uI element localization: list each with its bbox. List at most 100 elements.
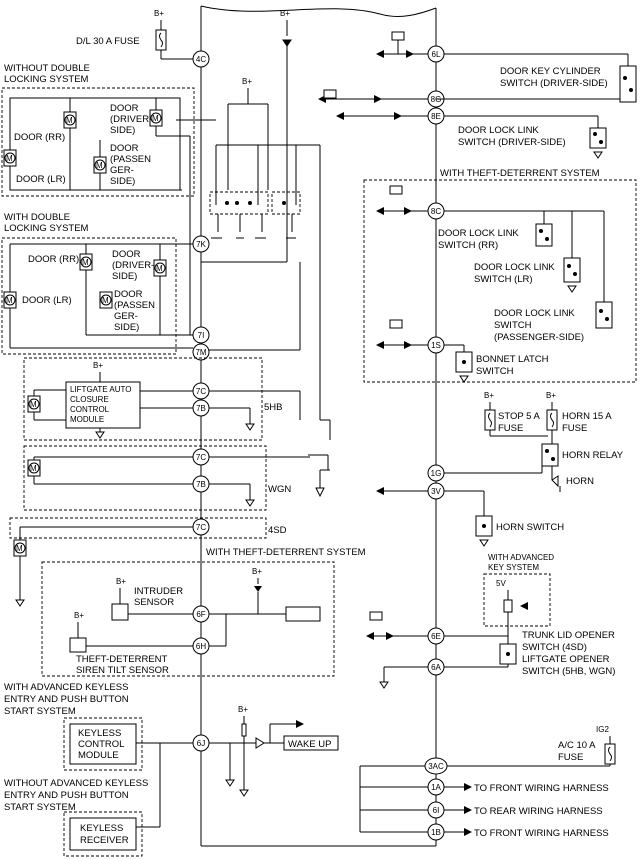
diode-icon xyxy=(404,341,412,349)
liftgate-opener-label: SWITCH (5HB, WGN) xyxy=(522,666,615,677)
horn-group: B+ STOP 5 A FUSE B+ HORN 15 A FUSE HORN … xyxy=(376,391,624,547)
with-double-locking-group: WITH DOUBLE LOCKING SYSTEM M M M M DOOR … xyxy=(1,212,193,355)
connector-3V: 3V xyxy=(431,487,441,496)
connector-7K: 7K xyxy=(196,240,206,249)
connector-7C-wgn: 7C xyxy=(196,453,206,462)
arrow-icon xyxy=(376,487,384,495)
diode-icon xyxy=(404,207,412,215)
svg-text:M: M xyxy=(30,464,37,473)
to-front-harness-label: TO FRONT WIRING HARNESS xyxy=(474,783,609,794)
bplus-label: B+ xyxy=(154,9,164,18)
ac-fuse-label: FUSE xyxy=(558,752,583,763)
svg-text:M: M xyxy=(102,296,109,305)
bplus-label: B+ xyxy=(546,391,556,400)
section-label: START SYSTEM xyxy=(4,802,76,813)
connector-8E: 8E xyxy=(431,112,441,121)
stop-fuse-label: STOP 5 A xyxy=(498,411,541,422)
door-rr-label: DOOR (RR) xyxy=(14,132,65,143)
svg-text:M: M xyxy=(30,400,37,409)
lock-link-rr-label: SWITCH (RR) xyxy=(438,240,498,251)
to-rear-harness-label: TO REAR WIRING HARNESS xyxy=(474,806,603,817)
ground-icon xyxy=(245,499,255,507)
section-label: LOCKING SYSTEM xyxy=(4,223,89,234)
ground-icon xyxy=(567,285,577,293)
switch-icon xyxy=(563,257,581,283)
connector-7B-5hb: 7B xyxy=(196,404,206,413)
lock-link-lr-label: DOOR LOCK LINK xyxy=(474,262,555,273)
ground-icon xyxy=(379,681,389,689)
bplus-label: B+ xyxy=(242,77,252,86)
ground-icon xyxy=(245,423,255,431)
liftgate-module-label: CLOSURE xyxy=(70,395,109,404)
lock-link-ps-label: SWITCH xyxy=(494,320,532,331)
section-label: ENTRY AND PUSH BUTTON xyxy=(4,790,129,801)
ground-icon xyxy=(95,431,105,439)
door-passenger-label: SIDE) xyxy=(114,322,139,333)
horn-fuse-label: FUSE xyxy=(562,423,587,434)
theft-deterrent-left-group: WITH THEFT-DETERRENT SYSTEM B+ INTRUDER … xyxy=(41,547,366,677)
lock-link-lr-label: SWITCH (LR) xyxy=(474,274,533,285)
svg-text:M: M xyxy=(96,161,103,170)
wgn-label: WGN xyxy=(268,484,291,495)
intruder-sensor-label: INTRUDER xyxy=(134,586,183,597)
siren-tilt-sensor xyxy=(69,637,87,653)
keyless-control-module xyxy=(69,723,137,765)
door-driver-label: (DRIVER- xyxy=(112,260,154,271)
ac-harness-group: IG2 A/C 10 A FUSE TO FRONT WIRING HARNES… xyxy=(359,725,616,839)
theft-deterrent-right-group: WITH THEFT-DETERRENT SYSTEM DOOR LOCK LI… xyxy=(363,168,637,383)
key-cylinder-label: DOOR KEY CYLINDER xyxy=(500,66,601,77)
bplus-label: B+ xyxy=(252,567,262,576)
horn-label: HORN xyxy=(566,476,594,487)
svg-text:M: M xyxy=(6,296,13,305)
bplus-label: B+ xyxy=(116,577,126,586)
key-cylinder-group: DOOR KEY CYLINDER SWITCH (DRIVER-SIDE) D… xyxy=(318,31,637,159)
diode-icon xyxy=(374,95,382,103)
led-icon xyxy=(369,611,383,621)
ground-icon xyxy=(593,151,603,159)
keyless-receiver xyxy=(69,817,137,851)
ground-icon xyxy=(225,779,235,787)
advanced-key-group: WITH ADVANCED KEY SYSTEM 5V xyxy=(483,553,554,636)
horn-relay xyxy=(541,443,559,467)
section-label: WITH ADVANCED xyxy=(488,553,554,562)
connector-1G: 1G xyxy=(431,469,442,478)
diode-icon xyxy=(282,39,292,47)
connector-6I: 6I xyxy=(433,806,440,815)
siren-label: SIREN TILT SENSOR xyxy=(76,665,169,676)
connector-7B-wgn: 7B xyxy=(196,480,206,489)
door-rr-label: DOOR (RR) xyxy=(28,254,79,265)
ground-icon xyxy=(239,789,249,797)
wake-up-label: WAKE UP xyxy=(288,739,331,750)
door-driver-label: SIDE) xyxy=(112,271,137,282)
section-label: WITH THEFT-DETERRENT SYSTEM xyxy=(440,168,600,179)
central-module-outline xyxy=(200,5,437,847)
connector-6A: 6A xyxy=(431,663,441,672)
bplus-label: B+ xyxy=(484,391,494,400)
led-icon xyxy=(391,31,405,41)
bplus-label: B+ xyxy=(93,361,103,370)
section-label: LOCKING SYSTEM xyxy=(4,74,89,85)
connector-7I: 7I xyxy=(198,331,205,340)
switch-icon xyxy=(595,301,613,329)
svg-text:M: M xyxy=(16,544,23,553)
connector-6L: 6L xyxy=(432,50,441,59)
ac-fuse-label: A/C 10 A xyxy=(558,740,596,751)
connector-1A: 1A xyxy=(431,783,441,792)
lock-link-ps-label: DOOR LOCK LINK xyxy=(494,308,575,319)
door-driver-label: DOOR xyxy=(112,249,141,260)
keyless-group: WITH ADVANCED KEYLESS ENTRY AND PUSH BUT… xyxy=(4,682,339,857)
connector-6H: 6H xyxy=(196,642,206,651)
door-passenger-label: (PASSEN xyxy=(110,154,151,165)
section-label: WITHOUT DOUBLE xyxy=(4,63,90,74)
connector-6F: 6F xyxy=(196,610,205,619)
4sd-label: 4SD xyxy=(268,525,287,536)
switch-icon xyxy=(619,65,637,103)
lock-link-ps-label: (PASSENGER-SIDE) xyxy=(494,332,584,343)
door-passenger-label: SIDE) xyxy=(110,176,135,187)
svg-text:M: M xyxy=(156,264,163,273)
door-passenger-label: (PASSEN xyxy=(114,300,155,311)
bplus-label: B+ xyxy=(74,611,84,620)
diode-icon xyxy=(386,632,394,640)
led-icon xyxy=(323,89,337,99)
liftgate-module-label: MODULE xyxy=(70,415,104,424)
